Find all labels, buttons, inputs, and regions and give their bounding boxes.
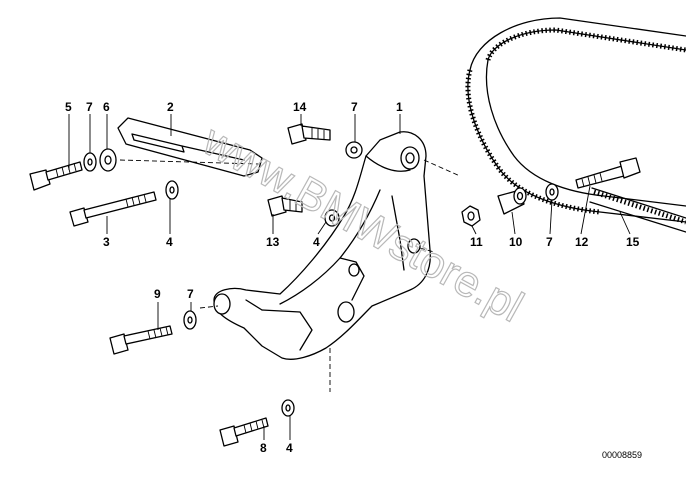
bolt-8 <box>219 417 269 447</box>
adjusting-strap <box>117 117 263 177</box>
v-belt-section <box>589 187 686 233</box>
label-15: 15 <box>626 235 640 249</box>
label-7d: 7 <box>187 287 194 301</box>
bolt-14 <box>287 123 331 145</box>
label-7c: 7 <box>546 235 553 249</box>
label-13: 13 <box>266 235 280 249</box>
axis-line-strap <box>119 159 259 165</box>
label-4b: 4 <box>313 235 320 249</box>
label-7b: 7 <box>351 100 358 114</box>
washer-7a <box>83 152 97 172</box>
label-9: 9 <box>154 287 161 301</box>
v-belt <box>465 17 686 223</box>
washer-4b <box>324 209 340 227</box>
axis-line-left <box>199 305 219 309</box>
label-4c: 4 <box>286 441 293 455</box>
label-12: 12 <box>575 235 589 249</box>
label-7a: 7 <box>86 100 93 114</box>
label-14: 14 <box>293 100 307 114</box>
diagram-id: 00008859 <box>602 450 642 460</box>
washer-6 <box>99 148 117 172</box>
bolt-12 <box>575 157 641 189</box>
label-10: 10 <box>509 235 523 249</box>
washer-4c <box>281 399 295 417</box>
axis-line-right <box>419 247 435 253</box>
label-8: 8 <box>260 441 267 455</box>
bolt-3 <box>69 191 157 227</box>
label-11: 11 <box>470 235 483 249</box>
label-6: 6 <box>103 100 110 114</box>
part-labels: 5 7 6 2 14 7 1 3 4 13 4 11 10 7 12 15 9 … <box>65 100 640 455</box>
alternator-bracket <box>213 131 431 360</box>
label-1: 1 <box>396 100 403 114</box>
bolt-9 <box>109 325 173 355</box>
washer-7c <box>545 183 559 201</box>
nut-11 <box>461 205 481 227</box>
label-2: 2 <box>167 100 174 114</box>
sleeve-10 <box>497 187 527 215</box>
washer-7d <box>183 310 197 330</box>
bolt-5 <box>29 161 83 191</box>
label-3: 3 <box>103 235 110 249</box>
label-4a: 4 <box>166 235 173 249</box>
washer-7b <box>345 141 363 159</box>
axis-line-upper <box>423 159 461 177</box>
label-5: 5 <box>65 100 72 114</box>
washer-4a <box>165 180 179 200</box>
bolt-13 <box>267 195 303 217</box>
leader-lines <box>68 114 631 440</box>
